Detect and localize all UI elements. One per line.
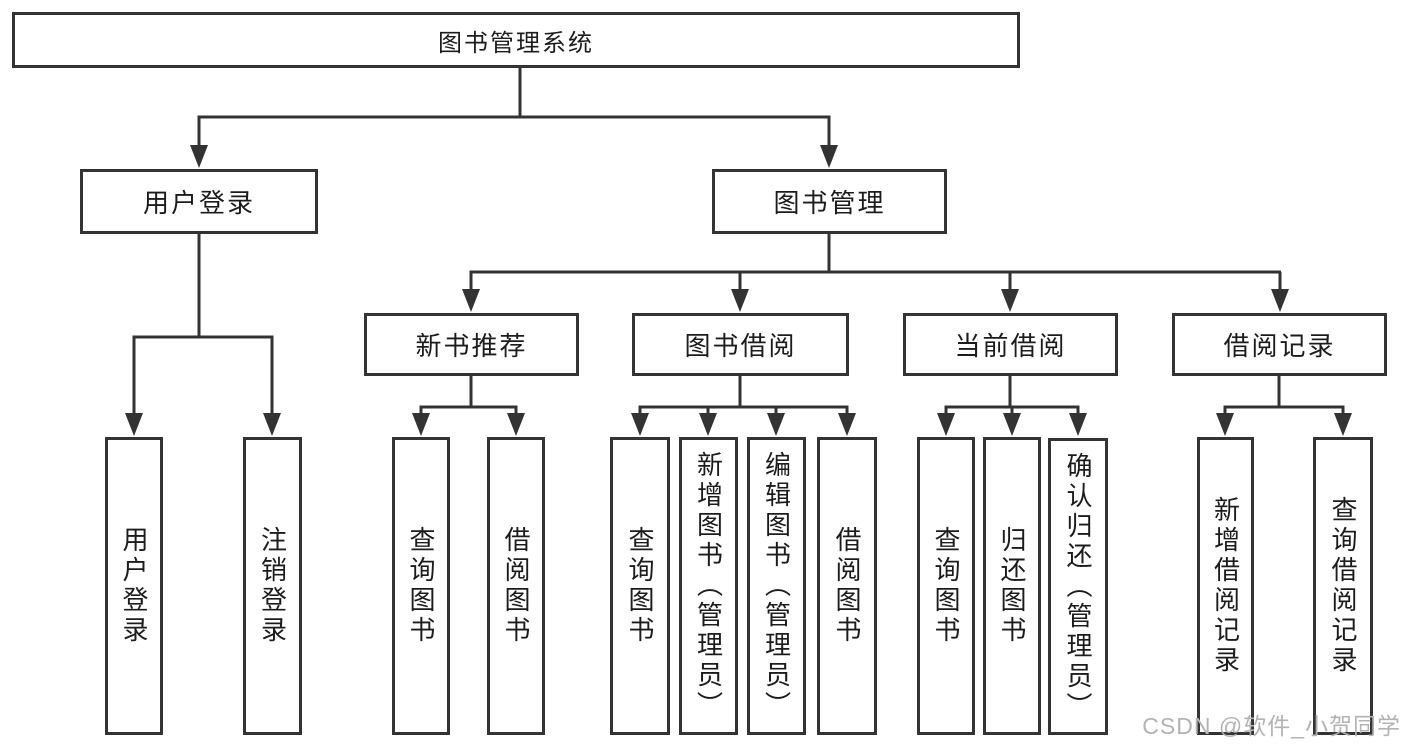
node-current-borrowing: 当前借阅 — [903, 313, 1118, 376]
leaf-borrowing-add-books-admin: 新增图书（管理员） — [679, 437, 738, 735]
node-label: 图书管理系统 — [438, 29, 594, 57]
node-label: 新增借阅记录 — [1210, 496, 1241, 676]
leaf-current-confirm-return-admin: 确认归还（管理员） — [1048, 438, 1108, 735]
node-new-book-recommend: 新书推荐 — [364, 313, 579, 376]
node-label: 新书推荐 — [415, 331, 528, 361]
leaf-logout: 注销登录 — [243, 437, 302, 735]
node-label: 图书管理 — [773, 188, 886, 218]
node-root-system: 图书管理系统 — [12, 12, 1020, 68]
leaf-borrowing-borrow-books: 借阅图书 — [817, 437, 877, 735]
node-label: 借阅图书 — [501, 526, 531, 646]
node-label: 查询图书 — [406, 526, 436, 646]
watermark: CSDN @软件_小贺同学 — [1142, 713, 1401, 739]
node-label: 查询借阅记录 — [1328, 496, 1358, 676]
node-label: 确认归还（管理员） — [1063, 451, 1093, 722]
leaf-user-login: 用户登录 — [105, 437, 163, 735]
node-label: 当前借阅 — [954, 331, 1067, 361]
node-label: 借阅图书 — [832, 526, 862, 646]
leaf-recommend-borrow-books: 借阅图书 — [487, 437, 545, 735]
node-user-login: 用户登录 — [80, 169, 318, 234]
node-book-management: 图书管理 — [712, 169, 947, 234]
node-label: 归还图书 — [997, 526, 1027, 646]
leaf-current-query-books: 查询图书 — [917, 437, 975, 735]
leaf-records-add-record: 新增借阅记录 — [1197, 437, 1254, 735]
node-label: 借阅记录 — [1223, 331, 1336, 361]
node-label: 用户登录 — [142, 188, 255, 218]
node-label: 编辑图书（管理员） — [761, 451, 792, 721]
node-label: 图书借阅 — [684, 331, 797, 361]
node-label: 查询图书 — [931, 526, 961, 646]
leaf-recommend-query-books: 查询图书 — [392, 437, 450, 735]
leaf-borrowing-edit-books-admin: 编辑图书（管理员） — [747, 437, 806, 735]
node-label: 查询图书 — [625, 526, 655, 646]
node-book-borrowing: 图书借阅 — [632, 313, 849, 376]
leaf-borrowing-query-books: 查询图书 — [610, 437, 670, 735]
leaf-current-return-books: 归还图书 — [983, 437, 1041, 735]
node-borrowing-records: 借阅记录 — [1172, 313, 1387, 376]
node-label: 注销登录 — [257, 526, 288, 646]
node-label: 新增图书（管理员） — [693, 451, 724, 721]
leaf-records-query-record: 查询借阅记录 — [1313, 437, 1373, 735]
node-label: 用户登录 — [119, 526, 149, 646]
